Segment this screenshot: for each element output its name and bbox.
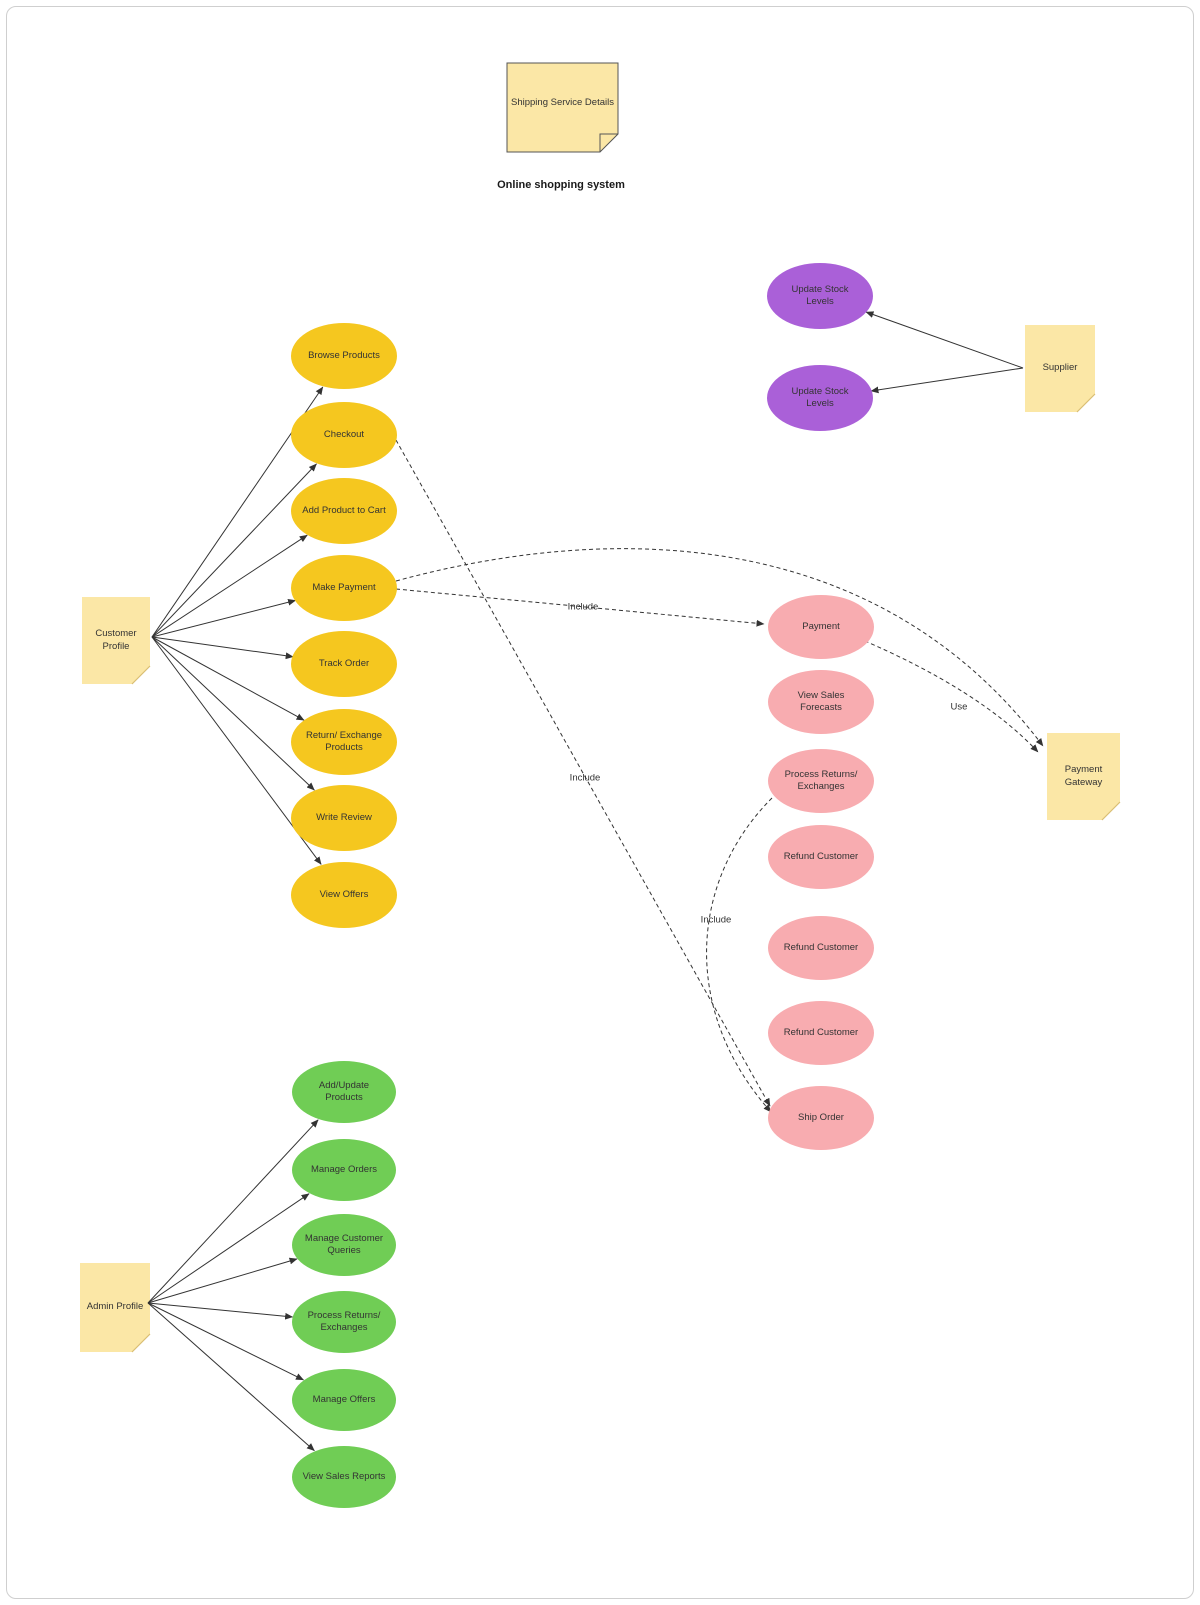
edge-make-payment-include-payment — [395, 588, 765, 627]
usecase-refund-customer-1[interactable]: Refund Customer — [768, 825, 874, 889]
dependency-edges — [395, 439, 1044, 1113]
usecase-checkout[interactable]: Checkout — [291, 402, 397, 468]
usecase-view-offers[interactable]: View Offers — [291, 862, 397, 928]
usecase-refund-customer-3[interactable]: Refund Customer — [768, 1001, 874, 1065]
edge-checkout-include-ship-order — [395, 439, 771, 1107]
usecase-make-payment[interactable]: Make Payment — [291, 555, 397, 621]
note-shape-customer-profile[interactable] — [82, 597, 151, 685]
edge-label-include-make-payment: Include — [567, 601, 599, 613]
usecase-write-review[interactable]: Write Review — [291, 785, 397, 851]
usecase-browse-products[interactable]: Browse Products — [291, 323, 397, 389]
actor-customer-profile: Customer Profile — [95, 627, 137, 652]
edge-make-payment-use-gateway — [395, 548, 1044, 747]
customer-association-edges — [151, 386, 324, 865]
note-shipping-service-details: Shipping Service Details — [511, 96, 614, 108]
note-shape-admin-profile[interactable] — [80, 1263, 151, 1353]
edge-label-include-checkout-ship: Include — [569, 772, 601, 784]
supplier-association-edges — [865, 311, 1024, 394]
actor-supplier: Supplier — [1042, 362, 1078, 374]
usecase-manage-customer-queries[interactable]: Manage Customer Queries — [292, 1214, 396, 1276]
usecase-update-stock-levels-2[interactable]: Update Stock Levels — [767, 365, 873, 431]
admin-association-edges — [147, 1119, 319, 1452]
diagram-title: Online shopping system — [497, 179, 625, 191]
usecase-add-product-to-cart[interactable]: Add Product to Cart — [291, 478, 397, 544]
note-shape-payment-gateway[interactable] — [1047, 733, 1121, 821]
edge-label-include-returns-ship: Include — [700, 914, 732, 926]
usecase-add-update-products[interactable]: Add/Update Products — [292, 1061, 396, 1123]
edge-label-use-payment-gateway: Use — [950, 701, 968, 713]
edge-returns-include-ship-order — [706, 797, 773, 1113]
actor-payment-gateway: Payment Gateway — [1064, 763, 1103, 788]
edge-payment-use-gateway — [857, 637, 1039, 753]
usecase-manage-orders[interactable]: Manage Orders — [292, 1139, 396, 1201]
usecase-process-returns-exchanges-admin[interactable]: Process Returns/ Exchanges — [292, 1291, 396, 1353]
note-shape-shipping[interactable] — [506, 62, 619, 153]
usecase-view-sales-reports[interactable]: View Sales Reports — [292, 1446, 396, 1508]
usecase-process-returns-exchanges[interactable]: Process Returns/ Exchanges — [768, 749, 874, 813]
usecase-manage-offers[interactable]: Manage Offers — [292, 1369, 396, 1431]
usecase-refund-customer-2[interactable]: Refund Customer — [768, 916, 874, 980]
usecase-return-exchange-products[interactable]: Return/ Exchange Products — [291, 709, 397, 775]
usecase-track-order[interactable]: Track Order — [291, 631, 397, 697]
usecase-payment[interactable]: Payment — [768, 595, 874, 659]
usecase-ship-order[interactable]: Ship Order — [768, 1086, 874, 1150]
actor-admin-profile: Admin Profile — [86, 1301, 144, 1313]
note-shape-supplier[interactable] — [1025, 325, 1096, 413]
usecase-view-sales-forecasts[interactable]: View Sales Forecasts — [768, 670, 874, 734]
usecase-update-stock-levels-1[interactable]: Update Stock Levels — [767, 263, 873, 329]
